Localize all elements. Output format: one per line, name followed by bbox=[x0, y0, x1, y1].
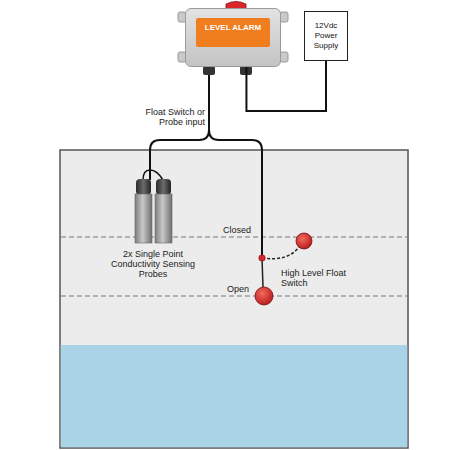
cable-gland bbox=[203, 66, 215, 75]
mount-tab bbox=[280, 12, 288, 22]
float-pivot bbox=[259, 255, 265, 261]
probe-body bbox=[135, 194, 152, 243]
probe-label: 2x Single Point Conductivity Sensing Pro… bbox=[100, 249, 206, 279]
float-swing-arc bbox=[262, 246, 300, 259]
water bbox=[61, 345, 408, 447]
power-wire bbox=[246, 61, 326, 111]
level-label: Open bbox=[226, 284, 254, 294]
alarm-housing: LEVEL ALARM bbox=[185, 8, 281, 67]
float-hanging bbox=[255, 287, 273, 305]
level-label: Closed bbox=[222, 225, 258, 235]
float-raised bbox=[296, 233, 312, 249]
probe-cap bbox=[156, 179, 171, 195]
probe-body bbox=[155, 194, 172, 243]
mount-tab bbox=[280, 52, 288, 62]
float-label: High Level Float Switch bbox=[280, 268, 350, 288]
power-supply-box: 12Vdc Power Supply bbox=[304, 11, 348, 61]
open-level-line bbox=[61, 296, 407, 297]
probe-cable bbox=[143, 170, 163, 180]
input-label: Float Switch or Probe input bbox=[118, 107, 206, 127]
sensor-cable bbox=[150, 75, 209, 180]
tank bbox=[60, 150, 408, 448]
probe-cap bbox=[136, 179, 151, 195]
node-text: 12Vdc Power Supply bbox=[308, 21, 344, 51]
sensor-cable bbox=[209, 130, 262, 258]
node-text: LEVEL ALARM bbox=[196, 18, 270, 47]
float-tether bbox=[262, 258, 263, 287]
closed-level-line bbox=[61, 237, 407, 238]
